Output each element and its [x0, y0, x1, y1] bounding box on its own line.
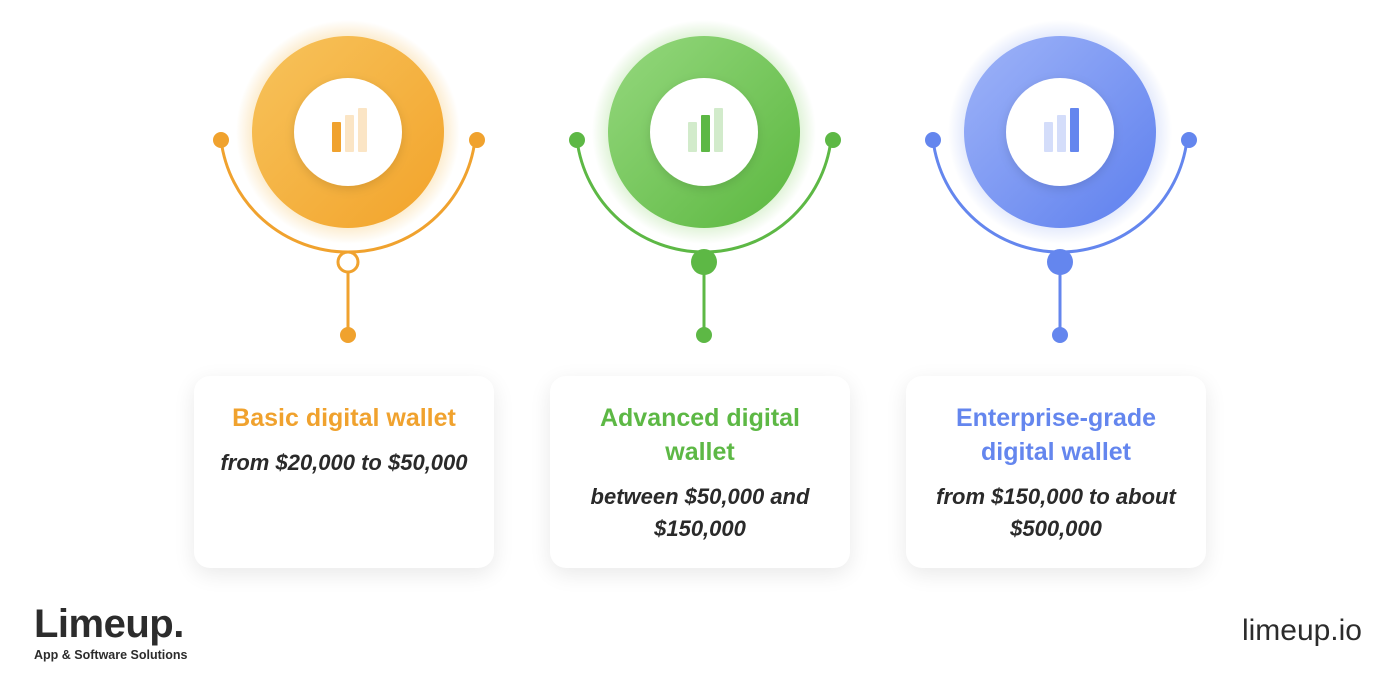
bar-chart-icon-bar: [688, 122, 697, 152]
tier-emblem: [925, 20, 1197, 343]
right-node: [469, 132, 485, 148]
icon-badge: [1006, 78, 1114, 186]
brand-name: Limeup.: [34, 602, 184, 646]
site-url: limeup.io: [1241, 614, 1362, 647]
icon-badge: [294, 78, 402, 186]
bar-chart-icon-bar: [345, 115, 354, 152]
tier-card: Basic digital wallet from $20,000 to $50…: [194, 376, 494, 568]
left-node: [925, 132, 941, 148]
hub-node: [336, 250, 360, 274]
tier-title: Enterprise-grade digital wallet: [955, 404, 1157, 466]
bar-chart-icon-bar: [1057, 115, 1066, 152]
tier-title: Advanced digital wallet: [599, 404, 801, 466]
tier-card: Enterprise-grade digital wallet from $15…: [906, 376, 1206, 568]
bar-chart-icon-bar: [701, 115, 710, 152]
tier-price: between $50,000 and $150,000: [590, 484, 810, 541]
bar-chart-icon-bar: [358, 108, 367, 152]
tier-card: Advanced digital wallet between $50,000 …: [550, 376, 850, 568]
tier-title: Basic digital wallet: [232, 404, 456, 432]
bottom-node: [1052, 327, 1068, 343]
tier-column-advanced: Advanced digital wallet between $50,000 …: [550, 0, 850, 570]
bar-chart-icon-bar: [332, 122, 341, 152]
bottom-node: [696, 327, 712, 343]
hub-node: [1047, 249, 1073, 275]
tier-price: from $150,000 to about $500,000: [936, 484, 1176, 541]
brand-tagline: App & Software Solutions: [34, 648, 188, 662]
tier-column-enterprise: Enterprise-grade digital wallet from $15…: [906, 0, 1206, 570]
brand-logo: Limeup. App & Software Solutions: [34, 600, 187, 662]
tier-price: from $20,000 to $50,000: [220, 450, 468, 475]
tier-column-basic: Basic digital wallet from $20,000 to $50…: [194, 0, 494, 570]
bar-chart-icon-bar: [714, 108, 723, 152]
bar-chart-icon-bar: [1070, 108, 1079, 152]
tier-emblem: [569, 20, 841, 343]
bar-chart-icon-bar: [1044, 122, 1053, 152]
tier-emblem: [213, 20, 485, 343]
left-node: [569, 132, 585, 148]
bottom-node: [340, 327, 356, 343]
hub-node: [691, 249, 717, 275]
right-node: [1181, 132, 1197, 148]
left-node: [213, 132, 229, 148]
right-node: [825, 132, 841, 148]
